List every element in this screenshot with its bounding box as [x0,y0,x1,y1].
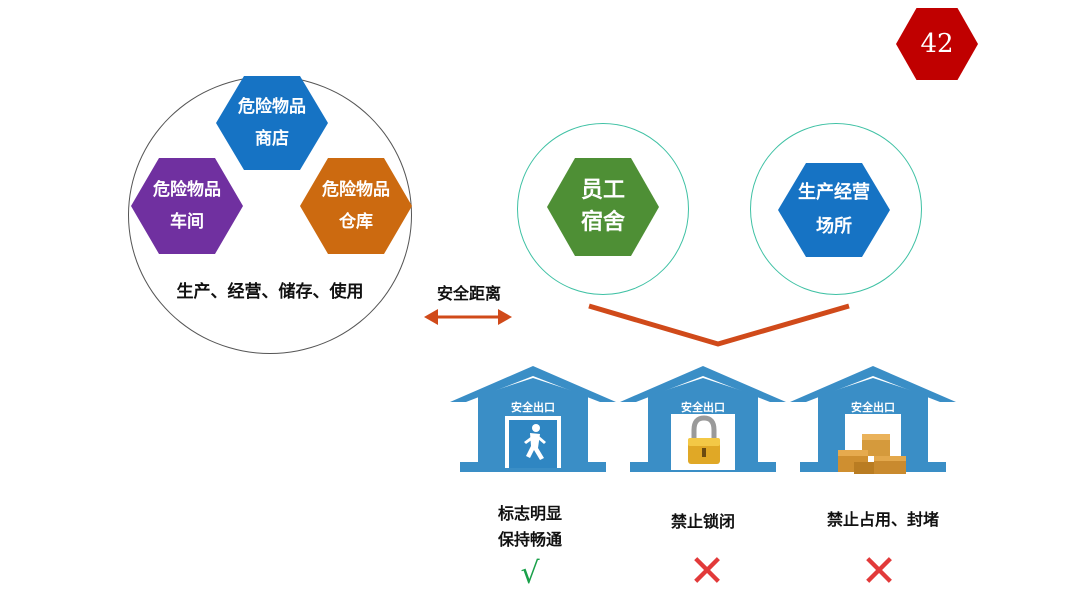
dorm-line1: 员工 [580,178,625,203]
running-man-icon [530,440,531,441]
check-mark-icon: √ [520,556,540,591]
hex-warehouse-line1: 危险物品 [322,180,390,200]
exit-sign-1: 安全出口 [511,401,555,414]
exit-1-caption-line1: 标志明显 [497,504,562,523]
business-line1: 生产经营 [798,182,870,203]
hex-staff-dormitory: 员工 宿舍 [547,158,659,256]
double-arrow-icon [424,309,512,325]
exit-2-caption: 禁止锁闭 [670,512,735,531]
hex-workshop-line1: 危险物品 [153,180,221,200]
exit-sign-3: 安全出口 [851,401,895,414]
cross-mark-icon-1: ✕ [688,546,726,597]
dormitory-circle [517,123,689,295]
hex-business-premises: 生产经营 场所 [778,163,890,257]
safety-distance-label: 安全距离 [436,284,501,303]
left-group-caption: 生产、经营、储存、使用 [176,282,364,302]
page-number-badge: 42 [896,8,978,80]
exit-sign-2: 安全出口 [681,401,725,414]
business-circle [750,123,922,295]
exit-1-caption-line2: 保持畅通 [497,530,562,549]
boxes-icon [873,460,874,461]
cross-mark-icon-2: ✕ [860,546,898,597]
hex-store-line2: 商店 [255,129,289,149]
house-exit-2 [620,366,786,472]
hex-workshop-line2: 车间 [170,212,204,232]
house-exit-1 [450,366,616,472]
dorm-line2: 宿舍 [580,210,625,235]
house-exit-3 [790,366,956,474]
padlock-icon [703,445,704,446]
hex-store-line1: 危险物品 [238,97,306,117]
business-line2: 场所 [816,216,852,237]
v-connector [588,303,850,347]
exit-3-caption: 禁止占用、封堵 [826,510,939,529]
hex-warehouse-line2: 仓库 [339,212,373,232]
hex-dangerous-workshop: 危险物品 车间 [131,158,243,254]
